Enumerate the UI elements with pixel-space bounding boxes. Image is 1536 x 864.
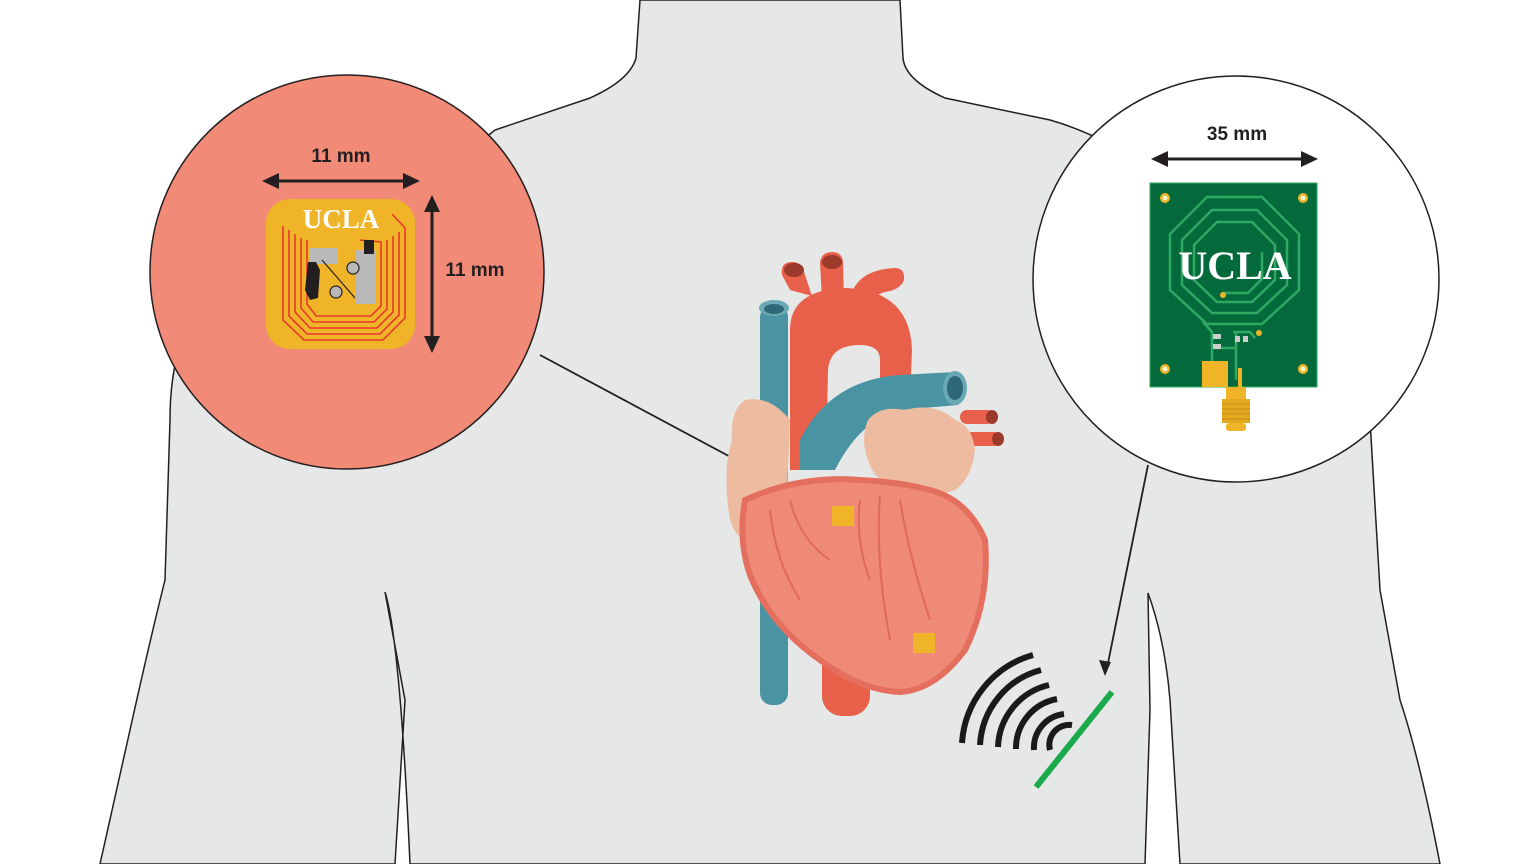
sma-connector: [1222, 387, 1250, 431]
implant-logo: UCLA: [303, 204, 380, 234]
reader-logo: UCLA: [1178, 243, 1291, 288]
sensor-lower: [913, 633, 935, 653]
implant-height-label: 11 mm: [445, 260, 504, 281]
reader-width-label: 35 mm: [1207, 124, 1267, 145]
implant-width-label: 11 mm: [311, 146, 370, 167]
reader-leader-line: [1106, 464, 1149, 669]
reader-zoom-circle: 35 mm U: [1032, 75, 1440, 483]
implant-chip: UCLA: [266, 199, 415, 349]
implant-zoom-circle: 11 mm 11 mm UCLA: [149, 74, 545, 470]
heart-illustration: [726, 252, 1004, 716]
reader-leader-arrowhead: [1099, 660, 1111, 676]
wireless-signal-icon: [959, 652, 1073, 751]
sensor-upper: [832, 506, 854, 526]
external-reader-line: [1033, 690, 1115, 789]
reader-pcb: UCLA: [1149, 182, 1318, 388]
